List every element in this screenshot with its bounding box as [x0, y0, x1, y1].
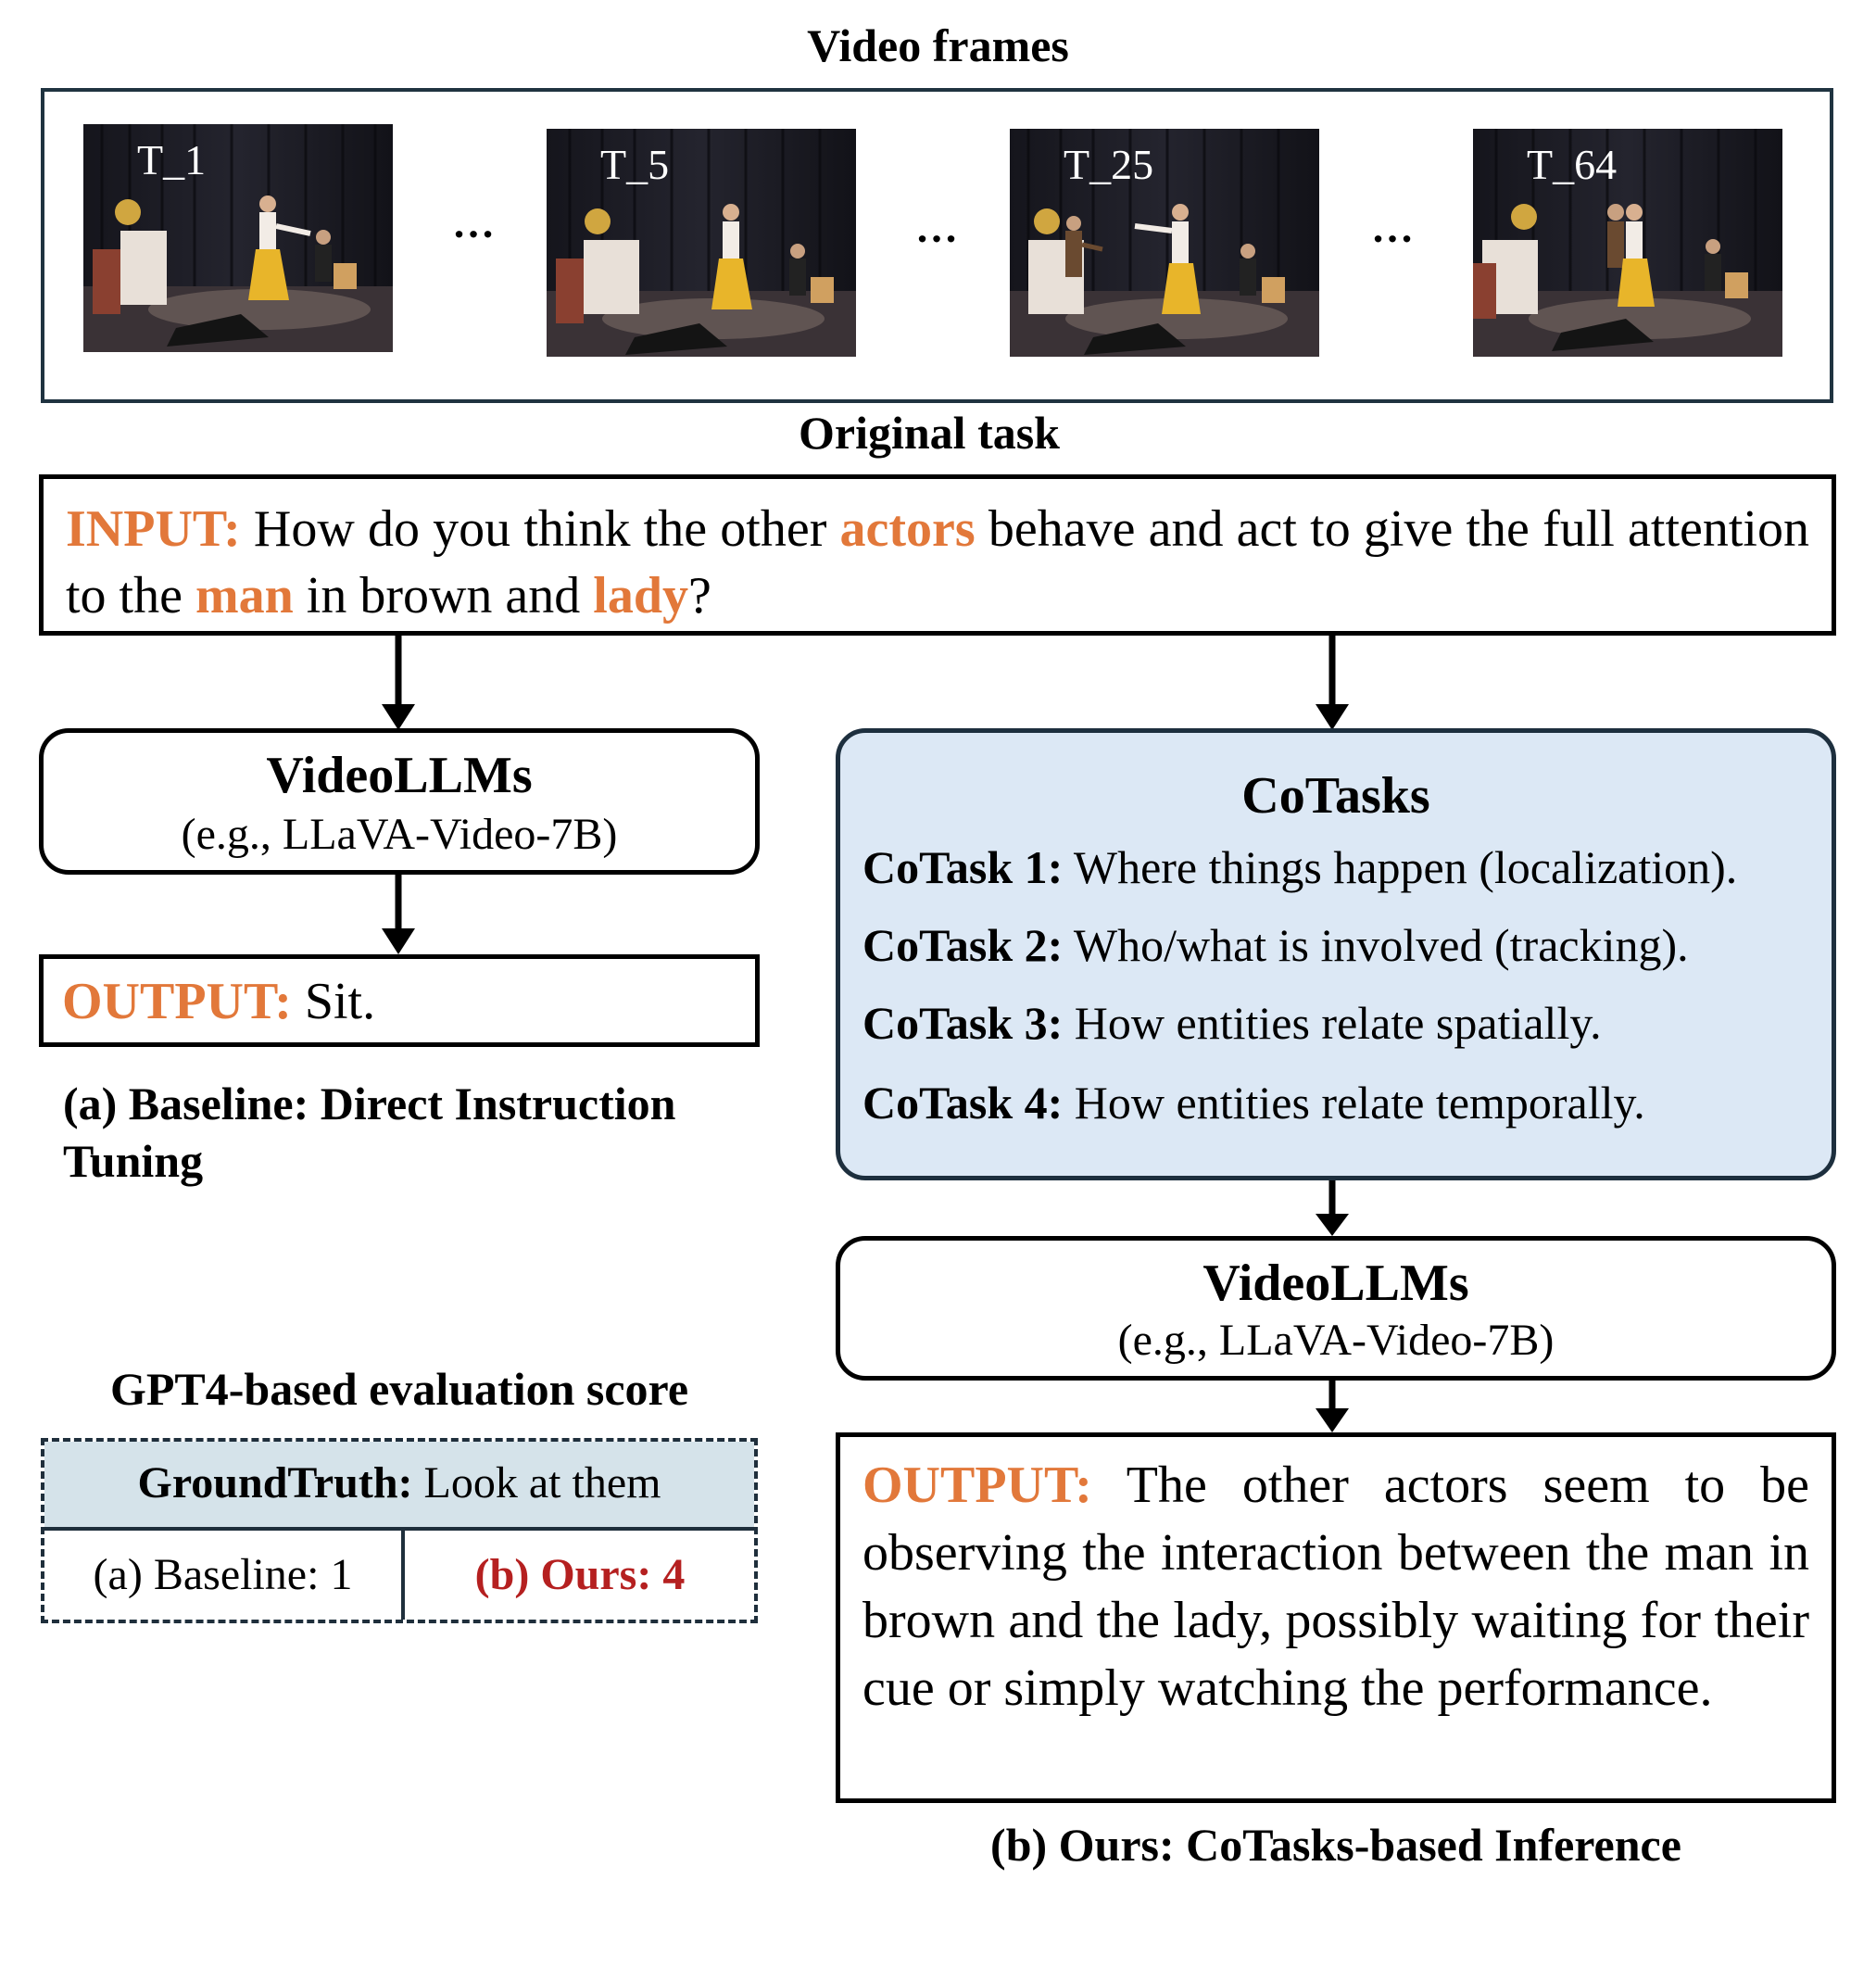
ellipsis: … — [452, 199, 498, 246]
ground-truth-row: GroundTruth: Look at them — [44, 1442, 754, 1531]
ours-model-title: VideoLLMs — [1202, 1255, 1469, 1312]
output-label: OUTPUT: — [862, 1457, 1092, 1514]
table-divider — [401, 1531, 405, 1620]
highlight-actors: actors — [839, 500, 976, 558]
ellipsis: … — [1371, 204, 1417, 251]
baseline-score: (a) Baseline: 1 — [93, 1550, 353, 1599]
baseline-output: OUTPUT: Sit. — [62, 959, 737, 1044]
cotasks-box: CoTasks CoTask 1: Where things happen (l… — [836, 728, 1836, 1180]
ours-score: (b) Ours: 4 — [474, 1550, 686, 1599]
cotask-item-4: CoTask 4: How entities relate temporally… — [862, 1076, 1645, 1129]
video-frames-title: Video frames — [807, 19, 1069, 71]
evaluation-title: GPT4-based evaluation score — [109, 1363, 689, 1415]
baseline-caption-line2: Tuning — [63, 1135, 204, 1187]
cotask-name: CoTask 3: — [862, 997, 1064, 1049]
highlight-lady: lady — [593, 567, 688, 624]
video-frame-2: T_5 — [547, 129, 856, 357]
cotask-name: CoTask 1: — [862, 841, 1064, 893]
baseline-caption: (a) Baseline: Direct Instruction Tuning — [63, 1077, 675, 1188]
cotask-item-1: CoTask 1: Where things happen (localizat… — [862, 840, 1737, 894]
ours-videollm-box: VideoLLMs (e.g., LLaVA-Video-7B) — [836, 1236, 1836, 1381]
cotasks-title: CoTasks — [1241, 767, 1430, 825]
cotask-text: Where things happen (localization). — [1063, 841, 1738, 893]
cotask-text: How entities relate spatially. — [1063, 997, 1602, 1049]
original-task-title: Original task — [799, 407, 1060, 459]
stage-scene-image — [1010, 129, 1319, 357]
frame-label: T_1 — [137, 136, 207, 183]
ground-truth-text: Look at them — [412, 1458, 661, 1507]
video-frames-panel: T_1 … T_5 … — [41, 88, 1833, 403]
question-text: How do you think the other — [240, 500, 840, 558]
input-question-box: INPUT: How do you think the other actors… — [39, 474, 1836, 636]
question-text: behave and act to give the full attentio… — [66, 500, 1809, 624]
ground-truth-label: GroundTruth: — [137, 1458, 413, 1507]
cotask-item-3: CoTask 3: How entities relate spatially. — [862, 996, 1602, 1050]
baseline-output-box: OUTPUT: Sit. — [39, 954, 760, 1047]
stage-scene-image — [1473, 129, 1782, 357]
input-label: INPUT: — [66, 500, 241, 558]
ours-caption: (b) Ours: CoTasks-based Inference — [990, 1819, 1681, 1871]
cotask-name: CoTask 4: — [862, 1077, 1064, 1129]
ellipsis: … — [915, 204, 962, 251]
cotask-name: CoTask 2: — [862, 919, 1064, 971]
ours-output-box: OUTPUT: The other actors seem to be obse… — [836, 1432, 1836, 1803]
highlight-man: man — [195, 567, 294, 624]
frame-label: T_5 — [600, 141, 670, 188]
baseline-caption-line1: (a) Baseline: Direct Instruction — [63, 1078, 676, 1129]
evaluation-table: GroundTruth: Look at them (a) Baseline: … — [41, 1438, 758, 1623]
frame-label: T_64 — [1527, 141, 1618, 188]
cotask-item-2: CoTask 2: Who/what is involved (tracking… — [862, 918, 1689, 972]
output-label: OUTPUT: — [62, 973, 292, 1030]
input-question-text: INPUT: How do you think the other actors… — [66, 496, 1809, 629]
cotask-text: Who/what is involved (tracking). — [1063, 919, 1689, 971]
stage-scene-image — [83, 124, 393, 352]
frame-label: T_25 — [1064, 141, 1154, 188]
baseline-model-subtitle: (e.g., LLaVA-Video-7B) — [181, 810, 618, 859]
question-text: in brown and — [293, 567, 594, 624]
stage-scene-image — [547, 129, 856, 357]
ours-output: OUTPUT: The other actors seem to be obse… — [862, 1452, 1809, 1722]
video-frame-1: T_1 — [83, 124, 393, 352]
baseline-videollm-box: VideoLLMs (e.g., LLaVA-Video-7B) — [39, 728, 760, 875]
ours-output-text: The other actors seem to be observing th… — [862, 1457, 1809, 1717]
video-frame-3: T_25 — [1010, 129, 1319, 357]
baseline-model-title: VideoLLMs — [266, 747, 533, 804]
baseline-output-text: Sit. — [291, 973, 376, 1030]
cotask-text: How entities relate temporally. — [1063, 1077, 1645, 1129]
video-frame-4: T_64 — [1473, 129, 1782, 357]
ours-model-subtitle: (e.g., LLaVA-Video-7B) — [1117, 1316, 1555, 1365]
question-text: ? — [688, 567, 711, 624]
